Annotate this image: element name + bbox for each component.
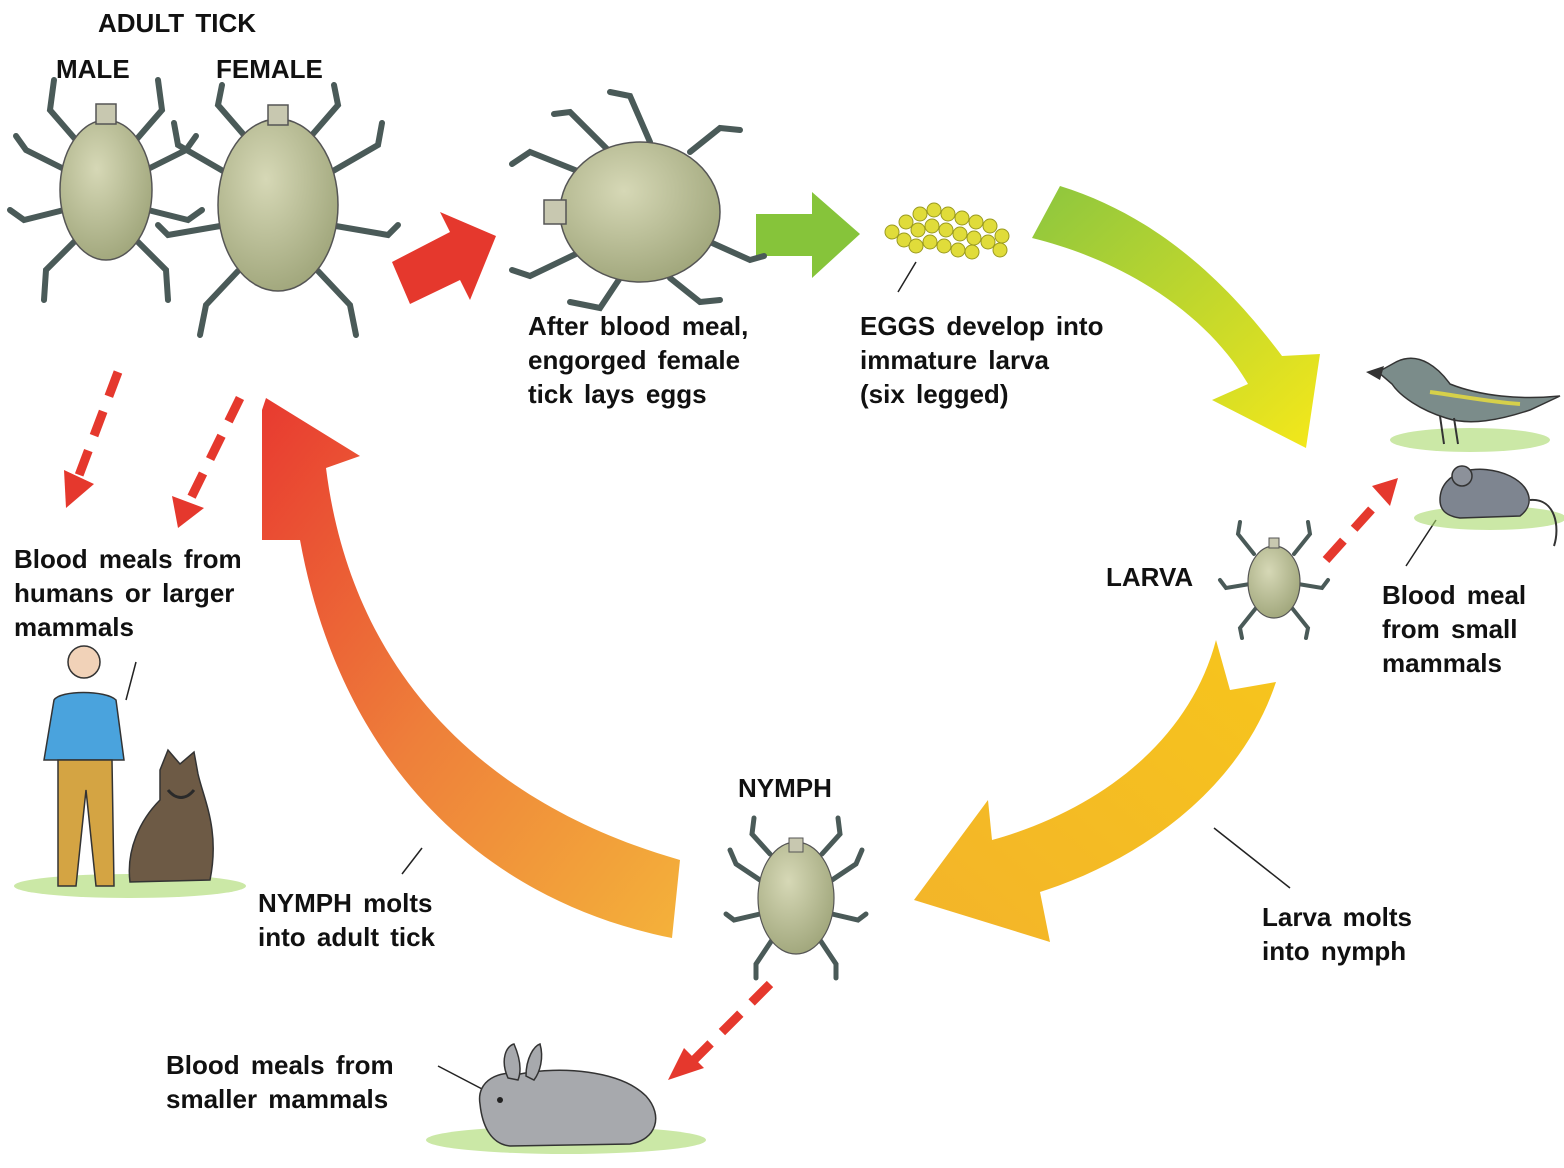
- rabbit-icon: [426, 1044, 706, 1154]
- larger-mammals-caption: Blood meals from humans or larger mammal…: [14, 542, 242, 644]
- right-lower-cycle-arrow: [914, 640, 1276, 942]
- eggs-icon: [885, 203, 1009, 259]
- engorged-female-caption: After blood meal, engorged female tick l…: [528, 309, 748, 411]
- male-label: MALE: [56, 54, 130, 84]
- engorged-tick-icon: [512, 92, 764, 308]
- dashed-arrow-larva-to-small-mammals: [1326, 500, 1380, 560]
- nymph-label: NYMPH: [738, 771, 832, 805]
- nymph-tick-icon: [726, 818, 866, 978]
- male-tick-icon: [10, 80, 202, 300]
- small-mammals-caption: Blood meal from small mammals: [1382, 578, 1526, 680]
- adult-tick-heading: ADULT TICK: [98, 8, 256, 38]
- dashed-arrow-male-to-humans: [78, 372, 118, 478]
- red-arrow-to-engorged: [392, 212, 496, 304]
- dashed-arrow-female-to-humans: [190, 398, 240, 500]
- green-arrow-to-eggs: [756, 192, 860, 278]
- nymph-molts-caption: NYMPH molts into adult tick: [258, 886, 435, 954]
- dashed-arrow-nymph-to-rabbit: [694, 984, 770, 1060]
- female-tick-icon: [158, 85, 398, 335]
- larva-tick-icon: [1220, 522, 1328, 638]
- mouse-icon: [1414, 466, 1564, 546]
- eggs-caption: EGGS develop into immature larva (six le…: [860, 309, 1103, 411]
- leader-lines: [126, 262, 1436, 1090]
- larva-molts-caption: Larva molts into nymph: [1262, 900, 1412, 968]
- female-label: FEMALE: [216, 54, 323, 84]
- left-cycle-arrow: [262, 398, 680, 938]
- larva-label: LARVA: [1106, 560, 1193, 594]
- bird-icon: [1366, 358, 1560, 452]
- smaller-mammals-caption: Blood meals from smaller mammals: [166, 1048, 394, 1116]
- dog-icon: [129, 750, 213, 882]
